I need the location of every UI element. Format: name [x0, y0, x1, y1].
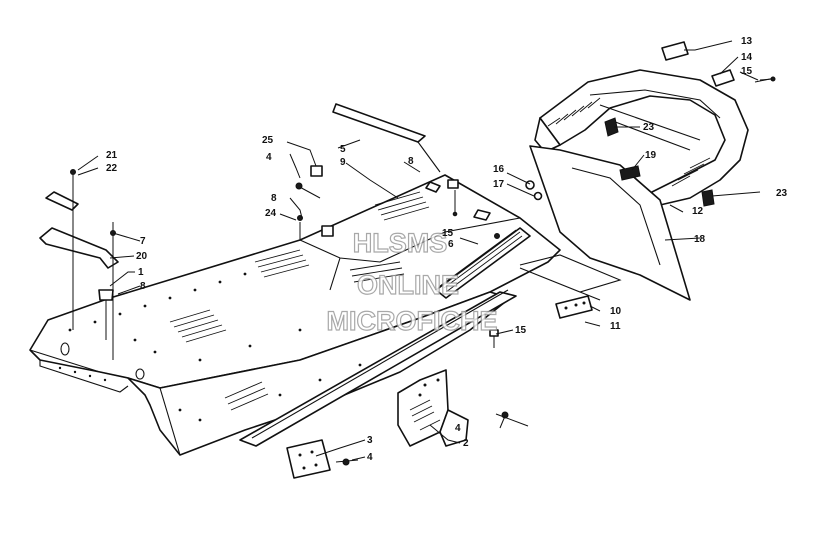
belly-pan: [29, 174, 561, 456]
callout-8-c: 8: [408, 156, 414, 167]
callout-18: 18: [694, 234, 706, 245]
callout-9: 9: [340, 157, 346, 168]
footrest-bracket: [397, 369, 529, 447]
callout-4-b: 4: [266, 152, 272, 163]
callout-10: 10: [610, 306, 622, 317]
bracket-small: [45, 191, 79, 211]
bracket-10: [555, 295, 593, 319]
callout-3: 3: [367, 435, 373, 446]
callout-20: 20: [136, 251, 148, 262]
callout-15-a: 15: [741, 66, 753, 77]
bracket-20: [39, 227, 119, 269]
callout-8-b: 8: [271, 193, 277, 204]
callout-12: 12: [692, 206, 704, 217]
callout-13: 13: [741, 36, 753, 47]
callout-23-a: 23: [643, 122, 655, 133]
plate-3: [286, 439, 359, 479]
callout-17: 17: [493, 179, 505, 190]
callout-14: 14: [741, 52, 753, 63]
callout-8-a: 8: [140, 281, 146, 292]
watermark-line-2: ONLINE: [357, 270, 459, 300]
callout-15-c: 15: [515, 325, 527, 336]
callout-22: 22: [106, 163, 118, 174]
leader-lines: [77, 40, 773, 461]
strip-5: [332, 103, 426, 143]
watermark: HLSMS ONLINE MICROFICHE: [326, 227, 498, 336]
rear-bumper: [525, 41, 776, 301]
callout-25: 25: [262, 135, 274, 146]
callout-4-c: 4: [455, 423, 461, 434]
callout-21: 21: [106, 150, 118, 161]
callout-4-a: 4: [367, 452, 373, 463]
callout-5: 5: [340, 144, 346, 155]
callout-1: 1: [138, 267, 144, 278]
callout-16: 16: [493, 164, 505, 175]
watermark-line-1: HLSMS: [353, 228, 448, 258]
callout-2: 2: [463, 438, 469, 449]
callout-7: 7: [140, 236, 146, 247]
flap-6: [435, 227, 531, 299]
watermark-line-3: MICROFICHE: [327, 306, 498, 336]
callout-11: 11: [610, 321, 621, 332]
callout-23-b: 23: [776, 188, 788, 199]
callout-19: 19: [645, 150, 657, 161]
callout-24: 24: [265, 208, 277, 219]
callout-6: 6: [448, 239, 454, 250]
side-rail: [239, 289, 517, 447]
callouts: 1 2 3 4 4 4 5 6 7 8 8 8 9 10 11 12 13 14…: [106, 36, 788, 463]
callout-15-b: 15: [442, 228, 454, 239]
